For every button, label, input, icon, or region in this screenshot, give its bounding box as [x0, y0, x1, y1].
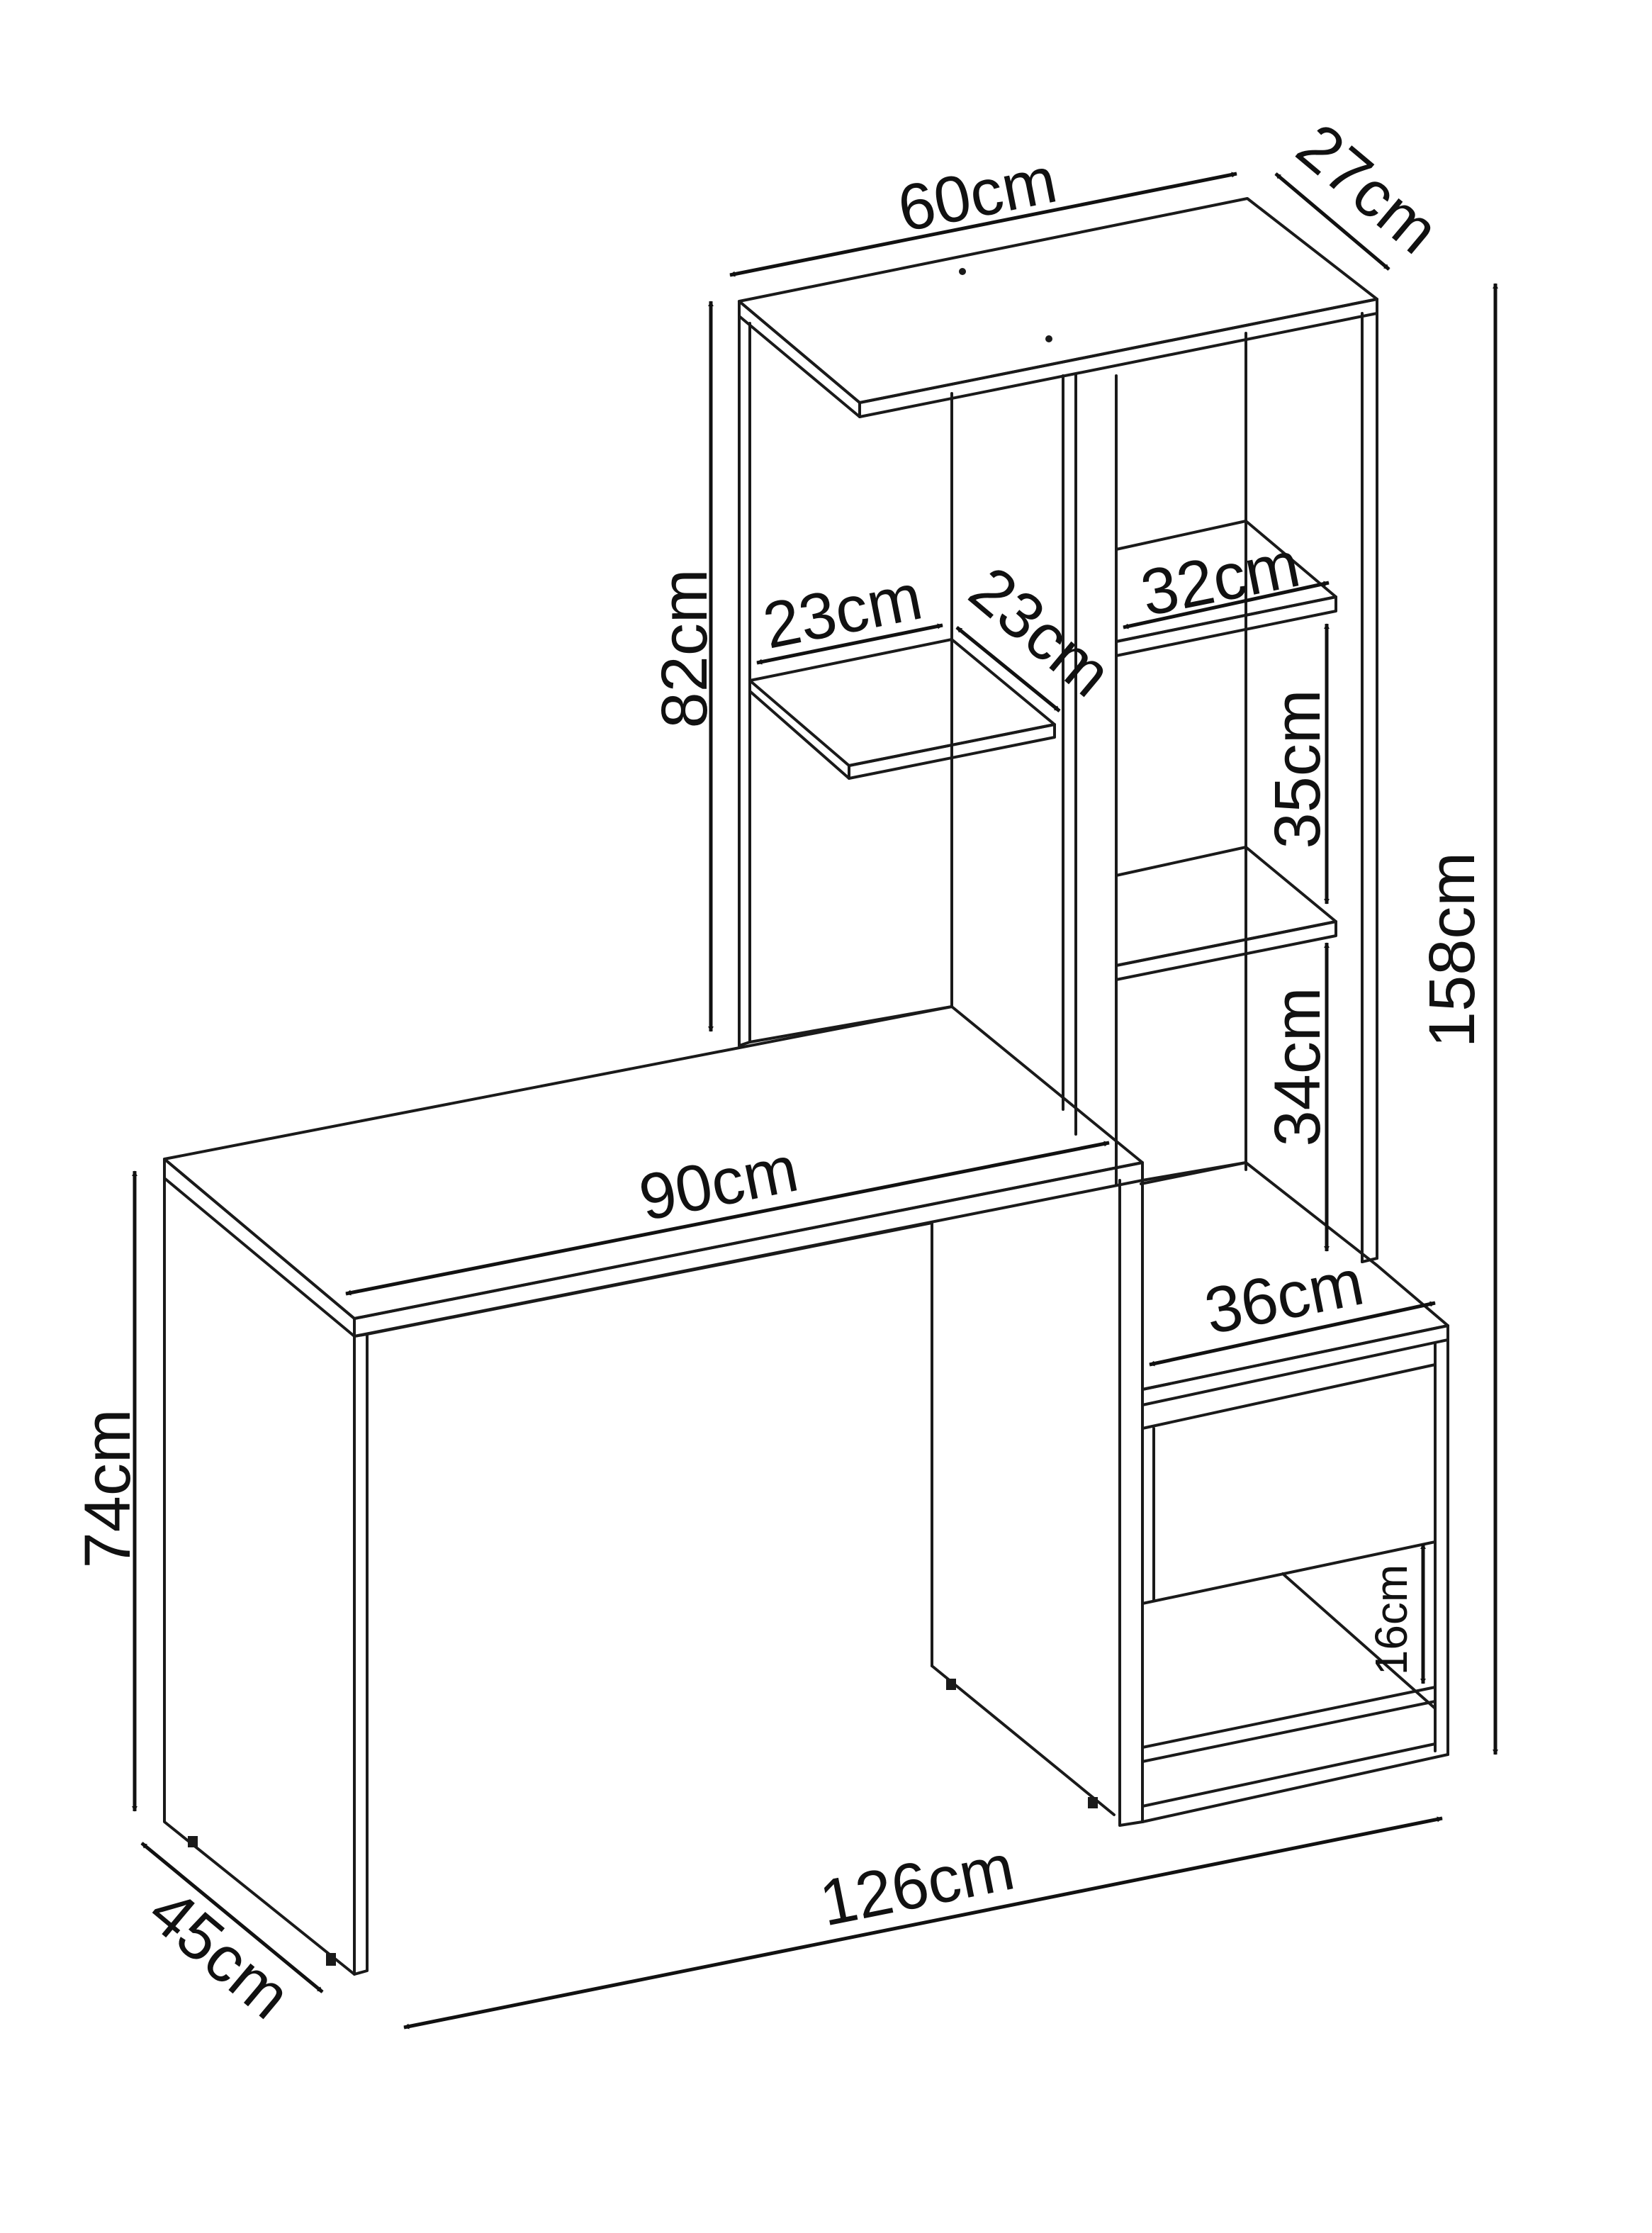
dimension-annotations: 60cm 27cm 158cm 82cm 23cm 23cm [72, 110, 1498, 2033]
small-left-shelf [748, 638, 1056, 780]
dim-cabinet-width-label: 36cm [1199, 1246, 1370, 1348]
dim-desk-top-width-label: 90cm [634, 1133, 804, 1235]
hutch-middle-divider [1062, 373, 1077, 1136]
dim-total-height: 158cm [1416, 283, 1498, 1755]
dim-upper-shelf-width-label: 32cm [1135, 528, 1306, 630]
right-middle-shelf [1115, 846, 1337, 981]
hutch-left-panel [738, 315, 953, 1047]
desk-left-leg [163, 1177, 369, 1976]
dim-shelf-gap-lower-label: 34cm [1262, 987, 1334, 1147]
dim-upper-shelf-width: 32cm [1123, 528, 1330, 630]
dim-desk-top-width: 90cm [345, 1133, 1110, 1296]
dim-hutch-height: 82cm [648, 301, 721, 1032]
dim-small-shelf-depth-label: 23cm [956, 553, 1125, 711]
dim-hutch-depth-label: 27cm [1283, 110, 1452, 268]
desk-back-panel [366, 1221, 1116, 1816]
dim-desk-height-label: 74cm [72, 1409, 144, 1569]
dim-bottom-shelf-height: 16cm [1366, 1543, 1426, 1684]
dim-desk-height: 74cm [72, 1170, 144, 1812]
furniture-drawing [163, 197, 1449, 1976]
dim-small-shelf-width-label: 23cm [758, 561, 928, 663]
cabinet [1088, 1161, 1449, 1827]
dim-small-shelf-depth: 23cm [955, 553, 1125, 712]
dim-total-width: 126cm [403, 1816, 1443, 2030]
hutch-top-board [738, 197, 1378, 418]
dim-hutch-depth: 27cm [1274, 110, 1452, 271]
hutch-right-panel [1361, 312, 1378, 1263]
dim-shelf-gap-lower: 34cm [1262, 942, 1334, 1252]
dim-hutch-height-label: 82cm [648, 569, 721, 729]
dim-bottom-shelf-height-label: 16cm [1366, 1565, 1417, 1676]
dim-total-height-label: 158cm [1416, 852, 1488, 1048]
dim-cabinet-width: 36cm [1149, 1246, 1436, 1367]
dim-hutch-width: 60cm [729, 144, 1237, 277]
dim-shelf-gap-upper: 35cm [1262, 623, 1334, 905]
dim-hutch-width-label: 60cm [892, 144, 1063, 246]
dim-shelf-gap-upper-label: 35cm [1262, 690, 1334, 849]
dim-desk-depth: 45cm [135, 1842, 324, 2033]
